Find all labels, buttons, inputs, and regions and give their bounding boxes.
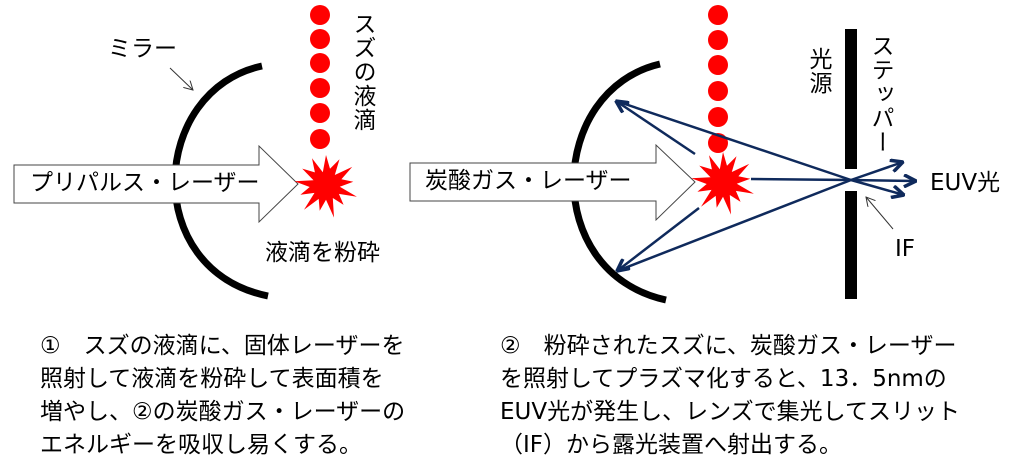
tin-droplet xyxy=(310,78,330,98)
mirror-label: ミラー xyxy=(108,36,177,62)
droplets-right xyxy=(708,5,728,153)
stepper-label: ステッパー xyxy=(867,34,893,154)
beam-reflect-top xyxy=(615,99,852,182)
tin-droplet xyxy=(310,129,330,149)
caption-left: ① スズの液滴に、固体レーザーを 照射して液滴を粉砕して表面積を 増やし、②の炭… xyxy=(40,330,405,462)
prepulse-laser-arrow xyxy=(13,144,299,224)
tin-droplet xyxy=(310,53,330,73)
caption-line: 増やし、②の炭酸ガス・レーザーの xyxy=(40,399,406,425)
source-wall-upper xyxy=(845,29,857,169)
mirror-pointer-left xyxy=(169,67,193,90)
beam-reflect-bottom xyxy=(616,178,852,273)
caption-line: EUV光が発生し、レンズで集光してスリット xyxy=(500,399,960,425)
caption-line: エネルギーを吸収し易くする。 xyxy=(40,432,362,458)
caption-line: 照射して液滴を粉砕して表面積を xyxy=(40,366,384,392)
burst-left xyxy=(294,155,357,218)
euv-light-label: EUV光 xyxy=(930,170,1001,196)
tin-droplet xyxy=(310,103,330,123)
co2-laser-arrow xyxy=(409,143,696,222)
euv-beams xyxy=(616,101,916,271)
caption-line: ① スズの液滴に、固体レーザーを xyxy=(40,333,405,359)
burst-right xyxy=(691,152,754,215)
prepulse-laser-label: プリパルス・レーザー xyxy=(30,170,260,196)
beam-center xyxy=(750,177,852,182)
tin-droplet xyxy=(708,55,728,75)
crush-droplet-label: 液滴を粉砕 xyxy=(265,240,380,266)
caption-line: を照射してプラズマ化すると、13．5nmの xyxy=(500,366,947,392)
beam-up-left xyxy=(616,101,696,156)
tin-droplet xyxy=(708,30,728,50)
euv-out-up xyxy=(850,162,903,182)
euv-out-down xyxy=(850,178,904,195)
caption-line: （IF）から露光装置へ射出する。 xyxy=(500,432,843,458)
tin-droplet xyxy=(310,29,330,49)
light-source-label: 光源 xyxy=(805,47,831,95)
droplets-left xyxy=(310,5,330,149)
beam-down-left xyxy=(617,207,700,271)
euv-out-center xyxy=(850,180,916,181)
if-pointer xyxy=(866,197,894,230)
caption-line: ② 粉砕されたスズに、炭酸ガス・レーザー xyxy=(500,333,957,359)
tin-droplet-label: スズの液滴 xyxy=(349,12,375,132)
if-label: IF xyxy=(895,236,916,262)
source-wall-lower xyxy=(845,191,857,299)
caption-right: ② 粉砕されたスズに、炭酸ガス・レーザー を照射してプラズマ化すると、13．5n… xyxy=(500,330,960,462)
tin-droplet xyxy=(708,5,728,25)
tin-droplet xyxy=(708,81,728,101)
tin-droplet xyxy=(708,107,728,127)
co2-laser-label: 炭酸ガス・レーザー xyxy=(425,168,632,194)
tin-droplet xyxy=(310,5,330,25)
